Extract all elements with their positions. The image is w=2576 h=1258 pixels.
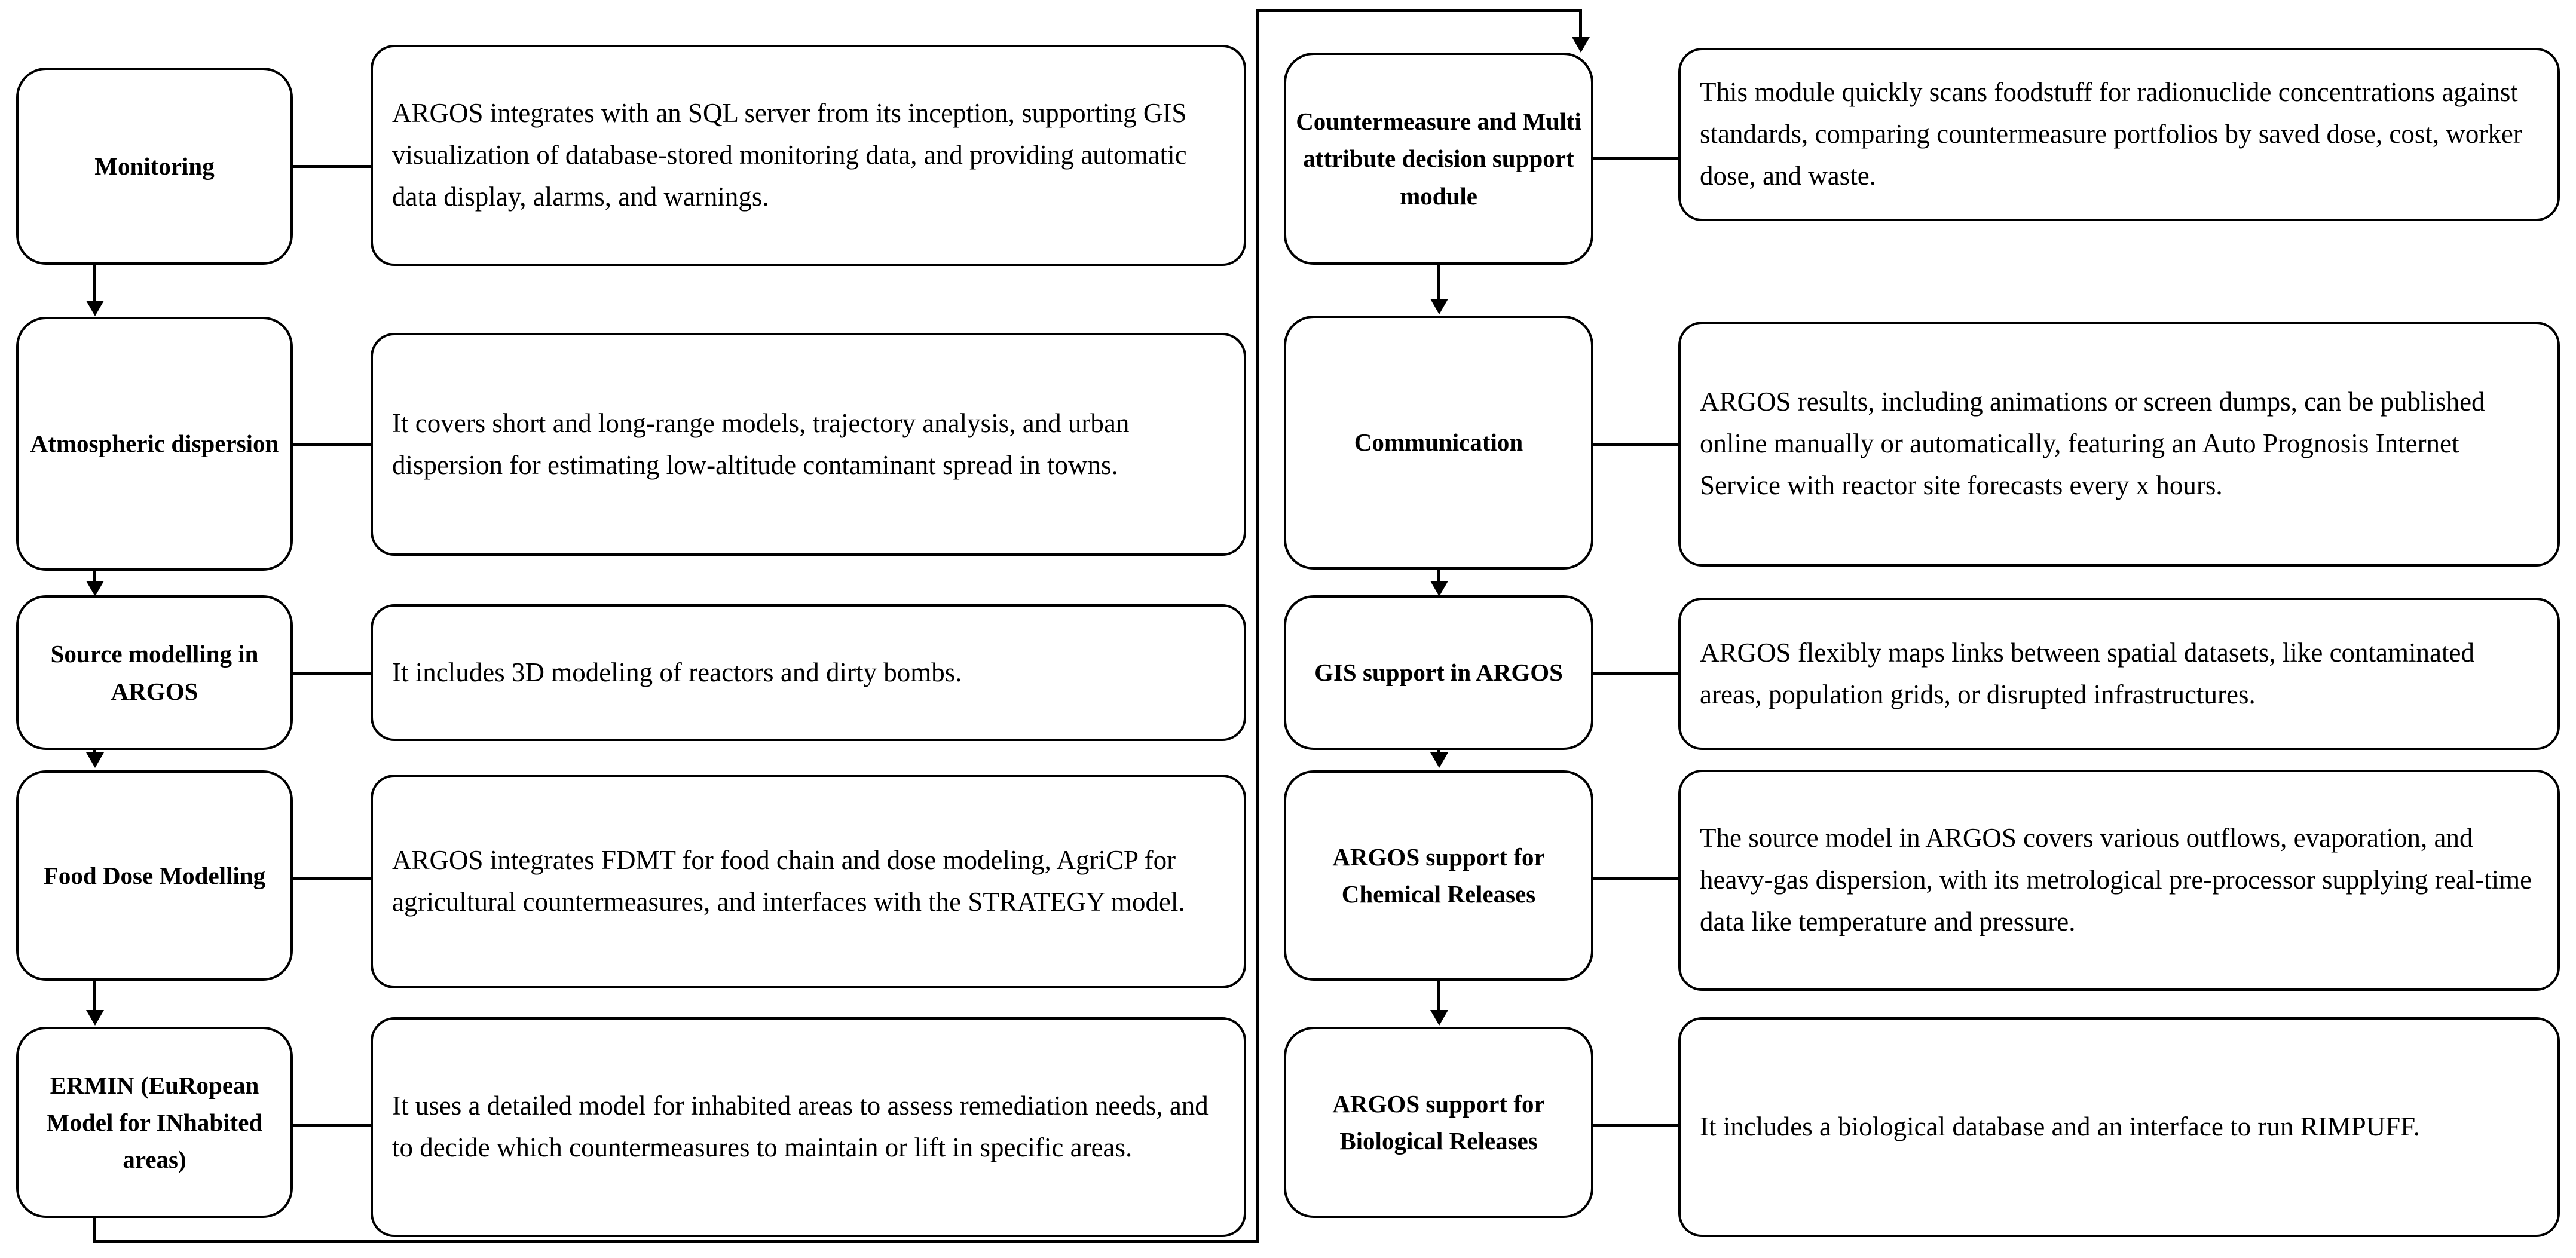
desc-countermeasure-decision-support[interactable]: This module quickly scans foodstuff for … xyxy=(1678,48,2560,221)
arrow-atmospheric-to-source-shaft xyxy=(93,571,96,586)
desc-argos-biological-releases-text: It includes a biological database and an… xyxy=(1700,1112,2420,1142)
arrow-food-to-ermin-shaft xyxy=(93,981,96,1012)
feedback-path-top xyxy=(1256,9,1582,12)
arrow-monitoring-to-atmospheric-head xyxy=(86,301,104,316)
desc-monitoring-text: ARGOS integrates with an SQL server from… xyxy=(392,98,1187,212)
desc-source-modelling[interactable]: It includes 3D modeling of reactors and … xyxy=(371,604,1246,741)
arrow-countermeasure-to-communication-shaft xyxy=(1437,265,1440,303)
desc-ermin-text: It uses a detailed model for inhabited a… xyxy=(392,1091,1209,1162)
node-argos-biological-releases-label: ARGOS support for Biological Releases xyxy=(1332,1089,1545,1155)
node-atmospheric-dispersion[interactable]: Atmospheric dispersion xyxy=(16,317,293,571)
feedback-path-into-countermeasure xyxy=(1579,9,1582,39)
arrow-chemical-to-biological-head xyxy=(1430,1010,1448,1026)
desc-atmospheric-dispersion[interactable]: It covers short and long-range models, t… xyxy=(371,333,1246,556)
connector-countermeasure-to-desc xyxy=(1592,157,1679,160)
arrow-chemical-to-biological-shaft xyxy=(1437,981,1440,1012)
node-gis-support[interactable]: GIS support in ARGOS xyxy=(1284,595,1593,750)
node-ermin-label: ERMIN (EuRopean Model for INhabited area… xyxy=(46,1071,263,1174)
node-communication[interactable]: Communication xyxy=(1284,316,1593,570)
connector-gis-to-desc xyxy=(1592,672,1679,675)
desc-gis-support-text: ARGOS flexibly maps links between spatia… xyxy=(1700,637,2474,709)
desc-argos-chemical-releases[interactable]: The source model in ARGOS covers various… xyxy=(1678,770,2560,991)
node-food-dose-modelling[interactable]: Food Dose Modelling xyxy=(16,770,293,981)
node-atmospheric-dispersion-label: Atmospheric dispersion xyxy=(30,430,279,458)
node-monitoring-label: Monitoring xyxy=(94,152,215,180)
connector-biological-to-desc xyxy=(1592,1124,1679,1127)
arrow-communication-to-gis-head xyxy=(1430,581,1448,596)
arrow-atmospheric-to-source-head xyxy=(86,581,104,596)
arrow-source-to-food-head xyxy=(86,752,104,768)
arrow-monitoring-to-atmospheric-shaft xyxy=(93,265,96,304)
desc-food-dose-modelling[interactable]: ARGOS integrates FDMT for food chain and… xyxy=(371,775,1246,988)
desc-source-modelling-text: It includes 3D modeling of reactors and … xyxy=(392,657,962,687)
node-countermeasure-decision-support[interactable]: Countermeasure and Multi attribute decis… xyxy=(1284,53,1593,265)
connector-food-to-desc xyxy=(292,877,373,880)
node-ermin[interactable]: ERMIN (EuRopean Model for INhabited area… xyxy=(16,1027,293,1218)
node-countermeasure-decision-support-label: Countermeasure and Multi attribute decis… xyxy=(1296,108,1581,210)
arrow-countermeasure-to-communication-head xyxy=(1430,299,1448,314)
feedback-path-bottom xyxy=(93,1240,1259,1243)
desc-atmospheric-dispersion-text: It covers short and long-range models, t… xyxy=(392,408,1130,480)
node-argos-chemical-releases-label: ARGOS support for Chemical Releases xyxy=(1332,843,1545,908)
node-communication-label: Communication xyxy=(1354,428,1523,457)
desc-communication[interactable]: ARGOS results, including animations or s… xyxy=(1678,322,2560,567)
desc-communication-text: ARGOS results, including animations or s… xyxy=(1700,387,2485,500)
feedback-path-ermin-down xyxy=(93,1216,96,1243)
node-monitoring[interactable]: Monitoring xyxy=(16,68,293,265)
desc-argos-biological-releases[interactable]: It includes a biological database and an… xyxy=(1678,1017,2560,1237)
node-source-modelling-label: Source modelling in ARGOS xyxy=(50,640,259,705)
node-gis-support-label: GIS support in ARGOS xyxy=(1314,659,1563,687)
desc-gis-support[interactable]: ARGOS flexibly maps links between spatia… xyxy=(1678,598,2560,750)
node-source-modelling[interactable]: Source modelling in ARGOS xyxy=(16,595,293,750)
arrow-food-to-ermin-head xyxy=(86,1010,104,1026)
column-divider-line xyxy=(1256,9,1259,1243)
arrow-gis-to-chemical-head xyxy=(1430,752,1448,768)
desc-countermeasure-decision-support-text: This module quickly scans foodstuff for … xyxy=(1700,77,2522,191)
desc-ermin[interactable]: It uses a detailed model for inhabited a… xyxy=(371,1017,1246,1237)
node-food-dose-modelling-label: Food Dose Modelling xyxy=(43,861,266,889)
connector-communication-to-desc xyxy=(1592,443,1679,446)
connector-source-to-desc xyxy=(292,672,373,675)
connector-atmospheric-to-desc xyxy=(292,443,373,446)
connector-chemical-to-desc xyxy=(1592,877,1679,880)
arrow-communication-to-gis-shaft xyxy=(1437,570,1440,586)
desc-food-dose-modelling-text: ARGOS integrates FDMT for food chain and… xyxy=(392,845,1185,917)
connector-monitoring-to-desc xyxy=(292,165,373,168)
node-argos-biological-releases[interactable]: ARGOS support for Biological Releases xyxy=(1284,1027,1593,1218)
desc-argos-chemical-releases-text: The source model in ARGOS covers various… xyxy=(1700,823,2532,936)
node-argos-chemical-releases[interactable]: ARGOS support for Chemical Releases xyxy=(1284,770,1593,981)
connector-ermin-to-desc xyxy=(292,1124,373,1127)
feedback-arrow-head-countermeasure xyxy=(1572,37,1590,53)
desc-monitoring[interactable]: ARGOS integrates with an SQL server from… xyxy=(371,45,1246,266)
